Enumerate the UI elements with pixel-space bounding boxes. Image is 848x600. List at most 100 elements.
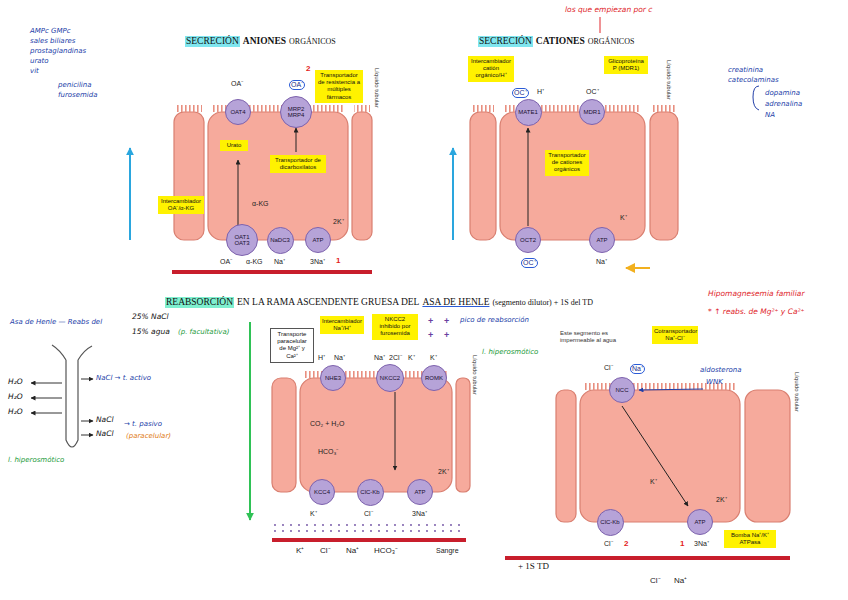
handwritten-note: furosemida bbox=[58, 91, 98, 99]
node-text: NKCC2 bbox=[380, 375, 400, 381]
node-text: ClC-Kb bbox=[360, 489, 379, 495]
tubule-cells bbox=[174, 112, 790, 522]
handwritten-note: * ↑ reabs. de Mg²⁺ y Ca²⁺ bbox=[708, 308, 805, 317]
molecule-label: NaCl bbox=[96, 430, 114, 439]
ion-label: OA⁻ bbox=[289, 80, 305, 90]
callout-number: 2 bbox=[624, 539, 628, 548]
handwritten-note: aldosterona bbox=[700, 366, 742, 374]
cell bbox=[745, 390, 790, 522]
heading-row: REABSORCIÓNEN LA RAMA ASCENDENTE GRUESA … bbox=[165, 297, 593, 308]
node-text: ATP bbox=[596, 237, 607, 243]
compartment-label: Líquido tubular bbox=[373, 68, 380, 108]
ion-label: 3Na⁺ bbox=[310, 258, 325, 266]
molecule-label: H₂O bbox=[8, 408, 23, 417]
ion-label: α-KG bbox=[246, 258, 263, 266]
cell bbox=[352, 112, 372, 240]
node-text: ATP bbox=[694, 519, 705, 525]
handwritten-note: urato bbox=[30, 57, 49, 65]
cell bbox=[208, 112, 348, 240]
ion-label: HCO₃⁻ bbox=[318, 448, 338, 456]
node-text: NKCC2 inhibido por furosemida bbox=[374, 316, 416, 338]
note: Este segmento es impermeable al agua bbox=[560, 330, 622, 344]
ion-label: 2Cl⁻ bbox=[389, 354, 402, 362]
ion-label: OC⁺ bbox=[512, 88, 529, 98]
ion-label: Na⁺ bbox=[630, 364, 645, 374]
node-text: ROMK bbox=[425, 375, 443, 381]
node-text: MDR1 bbox=[583, 109, 600, 115]
transporter-circle: NHE3 bbox=[320, 365, 346, 391]
ion-label: Na⁺ bbox=[596, 258, 607, 266]
ion-label: K⁺ bbox=[430, 354, 437, 362]
node-text: Bomba Na⁺/K⁺ ATPasa bbox=[726, 532, 774, 546]
flux-arrow bbox=[31, 398, 62, 399]
cell bbox=[174, 112, 204, 240]
flux-arrow bbox=[81, 435, 93, 436]
cell bbox=[500, 112, 645, 240]
cell bbox=[470, 112, 496, 240]
transporter-circle: OAT1 OAT3 bbox=[226, 224, 258, 256]
handwritten-note: WNK bbox=[706, 378, 723, 386]
panel-heading: SECRECIÓN bbox=[185, 36, 240, 47]
panel-heading: ASA DE HENLE bbox=[422, 297, 489, 308]
node-text: Intercambiador Na⁺/H⁺ bbox=[322, 318, 362, 332]
ion-label: H⁺ bbox=[537, 88, 544, 96]
callout-number: 1 bbox=[680, 539, 684, 548]
callout-box: Cotransportador Na⁺-Cl⁻ bbox=[652, 326, 698, 344]
flux-arrow bbox=[31, 383, 62, 384]
charge-sign: + bbox=[444, 316, 449, 326]
direction-arrow bbox=[249, 322, 251, 520]
panel-heading: EN LA RAMA ASCENDENTE GRUESA DEL bbox=[237, 297, 419, 308]
direction-arrow bbox=[452, 148, 454, 240]
handwritten-note: NaCl → t. activo bbox=[96, 374, 151, 382]
node-text: Transporte paracelular de Mg²⁺ y Ca²⁺ bbox=[273, 331, 311, 360]
panel-heading: ORGÁNICOS bbox=[289, 37, 336, 46]
microvilli bbox=[176, 105, 202, 112]
ion-label: K⁺ bbox=[650, 478, 657, 486]
handwritten-note: prostaglandinas bbox=[30, 47, 86, 55]
node-text: Intercambiador OA⁻/α-KG bbox=[160, 198, 202, 212]
ion-label: HCO₃⁻ bbox=[374, 546, 398, 555]
handwritten-note: l. hiperosmótico bbox=[482, 348, 538, 356]
charge-sign: + bbox=[428, 330, 433, 340]
cell bbox=[580, 390, 740, 522]
transporter-circle: NKCC2 bbox=[376, 364, 404, 392]
transporter-circle: ATP bbox=[589, 227, 615, 253]
transporter-circle: ClC-Kb bbox=[597, 509, 624, 536]
node-text: MRP2 MRP4 bbox=[281, 106, 311, 119]
transporter-circle: ATP bbox=[305, 227, 331, 253]
transporter-circle: ClC-Kb bbox=[357, 479, 384, 506]
handwritten-note: l. hiperosmótico bbox=[8, 456, 64, 464]
ion-label: Cl⁻ bbox=[604, 540, 613, 548]
node-text: Urato bbox=[222, 142, 246, 149]
node-text: OAT4 bbox=[230, 109, 245, 115]
molecule-label: H₂O bbox=[8, 378, 23, 387]
ion-label: α-KG bbox=[252, 200, 269, 208]
heading-row: SECRECIÓNANIONESORGÁNICOS bbox=[185, 36, 336, 47]
ion-label: OC⁺ bbox=[586, 88, 599, 96]
handwritten-note: vit bbox=[30, 67, 39, 75]
callout-box: Urato bbox=[220, 140, 248, 151]
ion-label: OA⁻ bbox=[220, 258, 232, 266]
handwritten-note: AMPc GMPc bbox=[30, 27, 71, 35]
transporter-circle: MDR1 bbox=[579, 99, 605, 125]
ion-label: K⁺ bbox=[296, 546, 304, 555]
callout-box: Transportador de resistencia a múltiples… bbox=[315, 70, 363, 103]
callout-box: Bomba Na⁺/K⁺ ATPasa bbox=[724, 530, 776, 548]
handwritten-note: Hipomagnesemia familiar bbox=[708, 290, 804, 299]
handwritten-note: penicilina bbox=[58, 81, 92, 89]
transporter-circle: ATP bbox=[407, 479, 433, 505]
callout-box: Intercambiador Na⁺/H⁺ bbox=[320, 316, 364, 334]
ion-label: Cl⁻ bbox=[604, 364, 613, 372]
note-box: Transporte paracelular de Mg²⁺ y Ca²⁺ bbox=[270, 328, 314, 363]
ion-label: Na⁺ bbox=[274, 258, 285, 266]
handwritten-note: 15% agua bbox=[132, 328, 170, 337]
capillary-bar bbox=[172, 270, 372, 274]
microvilli bbox=[652, 105, 676, 112]
transporter-circle: MRP2 MRP4 bbox=[280, 96, 312, 128]
flux-arrow bbox=[81, 421, 93, 422]
ion-label: Na⁺ bbox=[334, 354, 345, 362]
transporter-circle: ATP bbox=[687, 509, 713, 535]
compartment-label: Líquido tubular bbox=[665, 60, 672, 100]
panel-heading: CATIONES bbox=[536, 36, 585, 47]
